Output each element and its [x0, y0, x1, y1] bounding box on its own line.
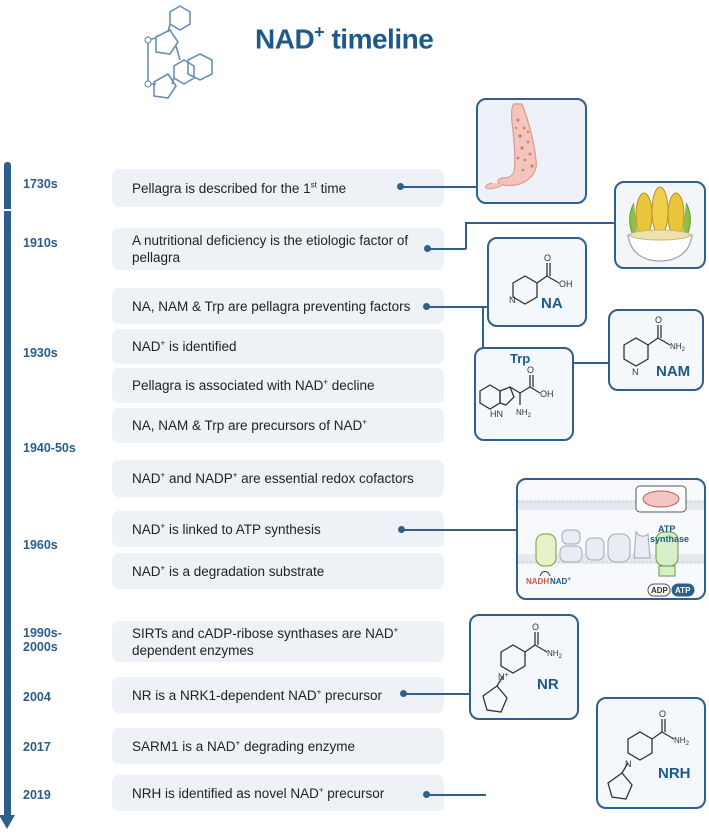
event-nr-precursor: NR is a NRK1-dependent NAD+ precursor	[112, 677, 444, 713]
year-1940-50s: 1940-50s	[23, 441, 76, 455]
nam-molecule-panel: O NH2 N NAM	[608, 309, 704, 391]
connector-line	[428, 248, 466, 250]
event-nrh-precursor: NRH is identified as novel NAD+ precurso…	[112, 775, 444, 811]
year-2019: 2019	[23, 788, 51, 802]
svg-text:NH2: NH2	[670, 342, 686, 353]
nr-label: NR	[537, 676, 559, 693]
timeline-divider	[4, 209, 11, 211]
svg-text:ATP: ATP	[675, 586, 691, 595]
year-1930s: 1930s	[23, 346, 58, 360]
year-2017: 2017	[23, 740, 51, 754]
connector-line	[465, 222, 467, 249]
svg-text:N: N	[632, 367, 639, 377]
svg-text:NH2: NH2	[516, 408, 532, 419]
pellagra-arm-icon	[485, 103, 537, 190]
event-degradation-substrate: NAD+ is a degradation substrate	[112, 553, 444, 589]
nicotinamide-riboside-structure-icon: O NH2 N+	[482, 622, 563, 713]
event-precursors-of-nad: NA, NAM & Trp are precursors of NAD+	[112, 408, 444, 443]
page-title: NAD+ timeline	[255, 22, 434, 55]
connector-dot	[400, 690, 407, 697]
nad-molecule-logo-icon	[144, 5, 213, 99]
connector-line	[465, 222, 615, 224]
svg-text:N+: N+	[498, 672, 509, 682]
year-2004: 2004	[23, 690, 51, 704]
connector-line	[427, 306, 487, 308]
connector-dot	[397, 183, 404, 190]
event-redox-cofactors: NAD+ and NADP+ are essential redox cofac…	[112, 460, 444, 497]
nrh-molecule-panel: O NH2 N NRH	[596, 697, 706, 809]
connector-line	[402, 529, 516, 531]
event-atp-synthesis: NAD+ is linked to ATP synthesis	[112, 511, 444, 547]
electron-transport-chain-icon: ATP synthase NADH NAD+ ADP ATP	[518, 485, 704, 597]
connector-line	[427, 794, 486, 796]
svg-text:OH: OH	[540, 389, 554, 399]
year-1910s: 1910s	[23, 236, 58, 250]
svg-text:ADP: ADP	[651, 586, 669, 595]
svg-text:O: O	[659, 709, 666, 719]
trp-label: Trp	[510, 351, 530, 366]
pellagra-arm-panel	[476, 98, 587, 204]
event-nad-identified: NAD+ is identified	[112, 329, 444, 364]
nam-label: NAM	[656, 363, 691, 380]
na-molecule-panel: O OH N NA	[487, 237, 587, 327]
na-label: NA	[541, 295, 563, 312]
svg-text:HN: HN	[490, 409, 503, 419]
tryptophan-structure-icon: Trp O OH HN NH2	[479, 351, 554, 419]
year-1990s-2000s: 1990s- 2000s	[23, 626, 62, 654]
connector-line	[482, 306, 484, 364]
connector-dot	[423, 303, 430, 310]
svg-text:O: O	[532, 622, 539, 632]
atp-synthesis-panel: ATP synthase NADH NAD+ ADP ATP	[516, 478, 706, 600]
connector-line	[404, 693, 469, 695]
corn-bowl-panel	[614, 181, 706, 269]
event-sirts-enzymes: SIRTs and cADP-ribose synthases are NAD+…	[112, 621, 444, 662]
corn-bowl-icon	[627, 186, 693, 262]
connector-dot	[424, 245, 431, 252]
nicotinic-acid-structure-icon: O OH N	[509, 253, 573, 305]
svg-text:ATP: ATP	[658, 524, 675, 534]
nr-molecule-panel: O NH2 N+ NR	[469, 614, 579, 720]
connector-dot	[398, 526, 405, 533]
event-sarm1: SARM1 is a NAD+ degrading enzyme	[112, 728, 444, 764]
timeline-bar	[4, 162, 11, 818]
svg-text:NADH: NADH	[526, 577, 549, 586]
svg-text:O: O	[527, 365, 534, 375]
event-nutritional-deficiency: A nutritional deficiency is the etiologi…	[112, 228, 444, 270]
svg-text:O: O	[655, 315, 662, 325]
connector-line	[401, 186, 476, 188]
reduced-nicotinamide-riboside-structure-icon: O NH2 N	[607, 709, 690, 800]
event-pellagra-nad-decline: Pellagra is associated with NAD+ decline	[112, 368, 444, 403]
svg-text:NH2: NH2	[674, 736, 690, 747]
svg-text:OH: OH	[559, 279, 573, 289]
year-1960s: 1960s	[23, 538, 58, 552]
year-1730s: 1730s	[23, 177, 58, 191]
svg-text:synthase: synthase	[650, 534, 689, 544]
event-pellagra-described: Pellagra is described for the 1st time	[112, 169, 444, 207]
connector-dot	[423, 791, 430, 798]
event-pellagra-preventing-factors: NA, NAM & Trp are pellagra preventing fa…	[112, 288, 444, 324]
svg-text:NAD+: NAD+	[550, 577, 571, 586]
svg-text:NH2: NH2	[547, 649, 563, 660]
nicotinamide-structure-icon: O NH2 N	[623, 315, 686, 377]
timeline-arrow-icon	[0, 815, 15, 829]
nrh-label: NRH	[658, 765, 691, 782]
svg-text:O: O	[544, 253, 551, 263]
svg-text:N: N	[625, 759, 632, 769]
trp-molecule-panel: Trp O OH HN NH2	[474, 347, 574, 441]
svg-text:N: N	[509, 295, 516, 305]
